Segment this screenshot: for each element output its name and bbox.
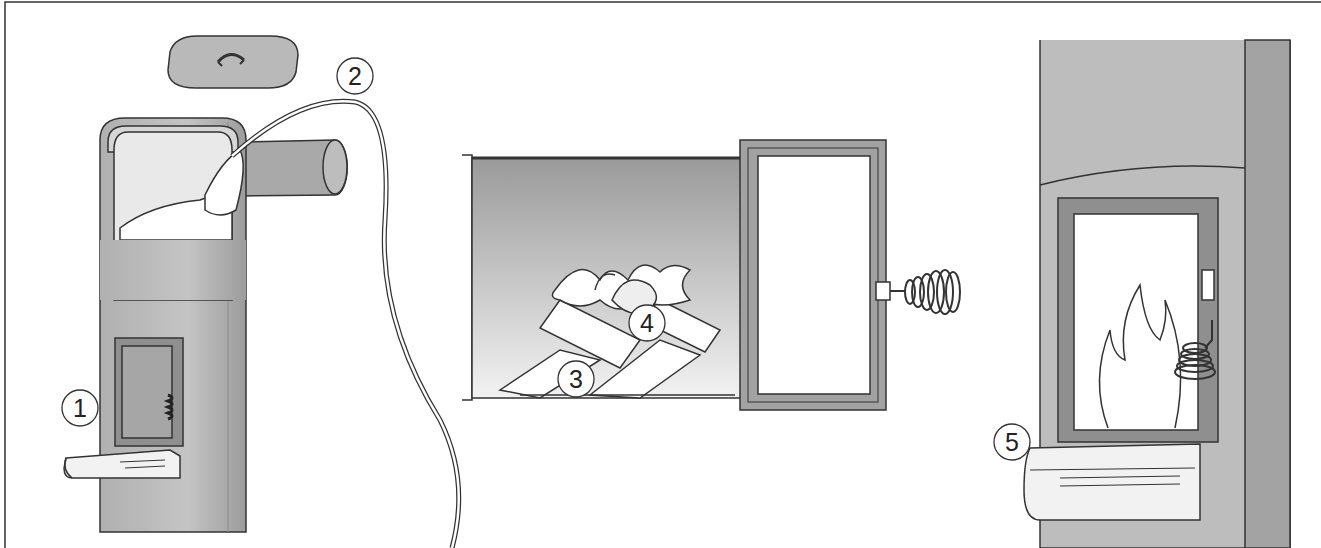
callout-number: 3 [557, 360, 595, 398]
callout-circle: 3 [557, 360, 595, 398]
callout-ring [994, 424, 1030, 460]
callout-circle: 4 [628, 304, 666, 342]
callout-ring [558, 361, 594, 397]
callout-circle: 1 [61, 389, 99, 427]
callout-number: 2 [336, 57, 374, 95]
stove-right [1024, 40, 1290, 548]
hose [232, 101, 459, 548]
firebox-door [740, 140, 960, 410]
firebox-open [462, 155, 762, 400]
callout-ring [337, 58, 373, 94]
callout-number: 1 [61, 389, 99, 427]
callout-ring [62, 390, 98, 426]
hose-inner [232, 101, 459, 548]
callout-number: 4 [628, 304, 666, 342]
callout-circle: 5 [993, 423, 1031, 461]
callout-number: 5 [993, 423, 1031, 461]
callout-ring [629, 305, 665, 341]
frame-line [5, 2, 1321, 548]
callout-circle: 2 [336, 57, 374, 95]
